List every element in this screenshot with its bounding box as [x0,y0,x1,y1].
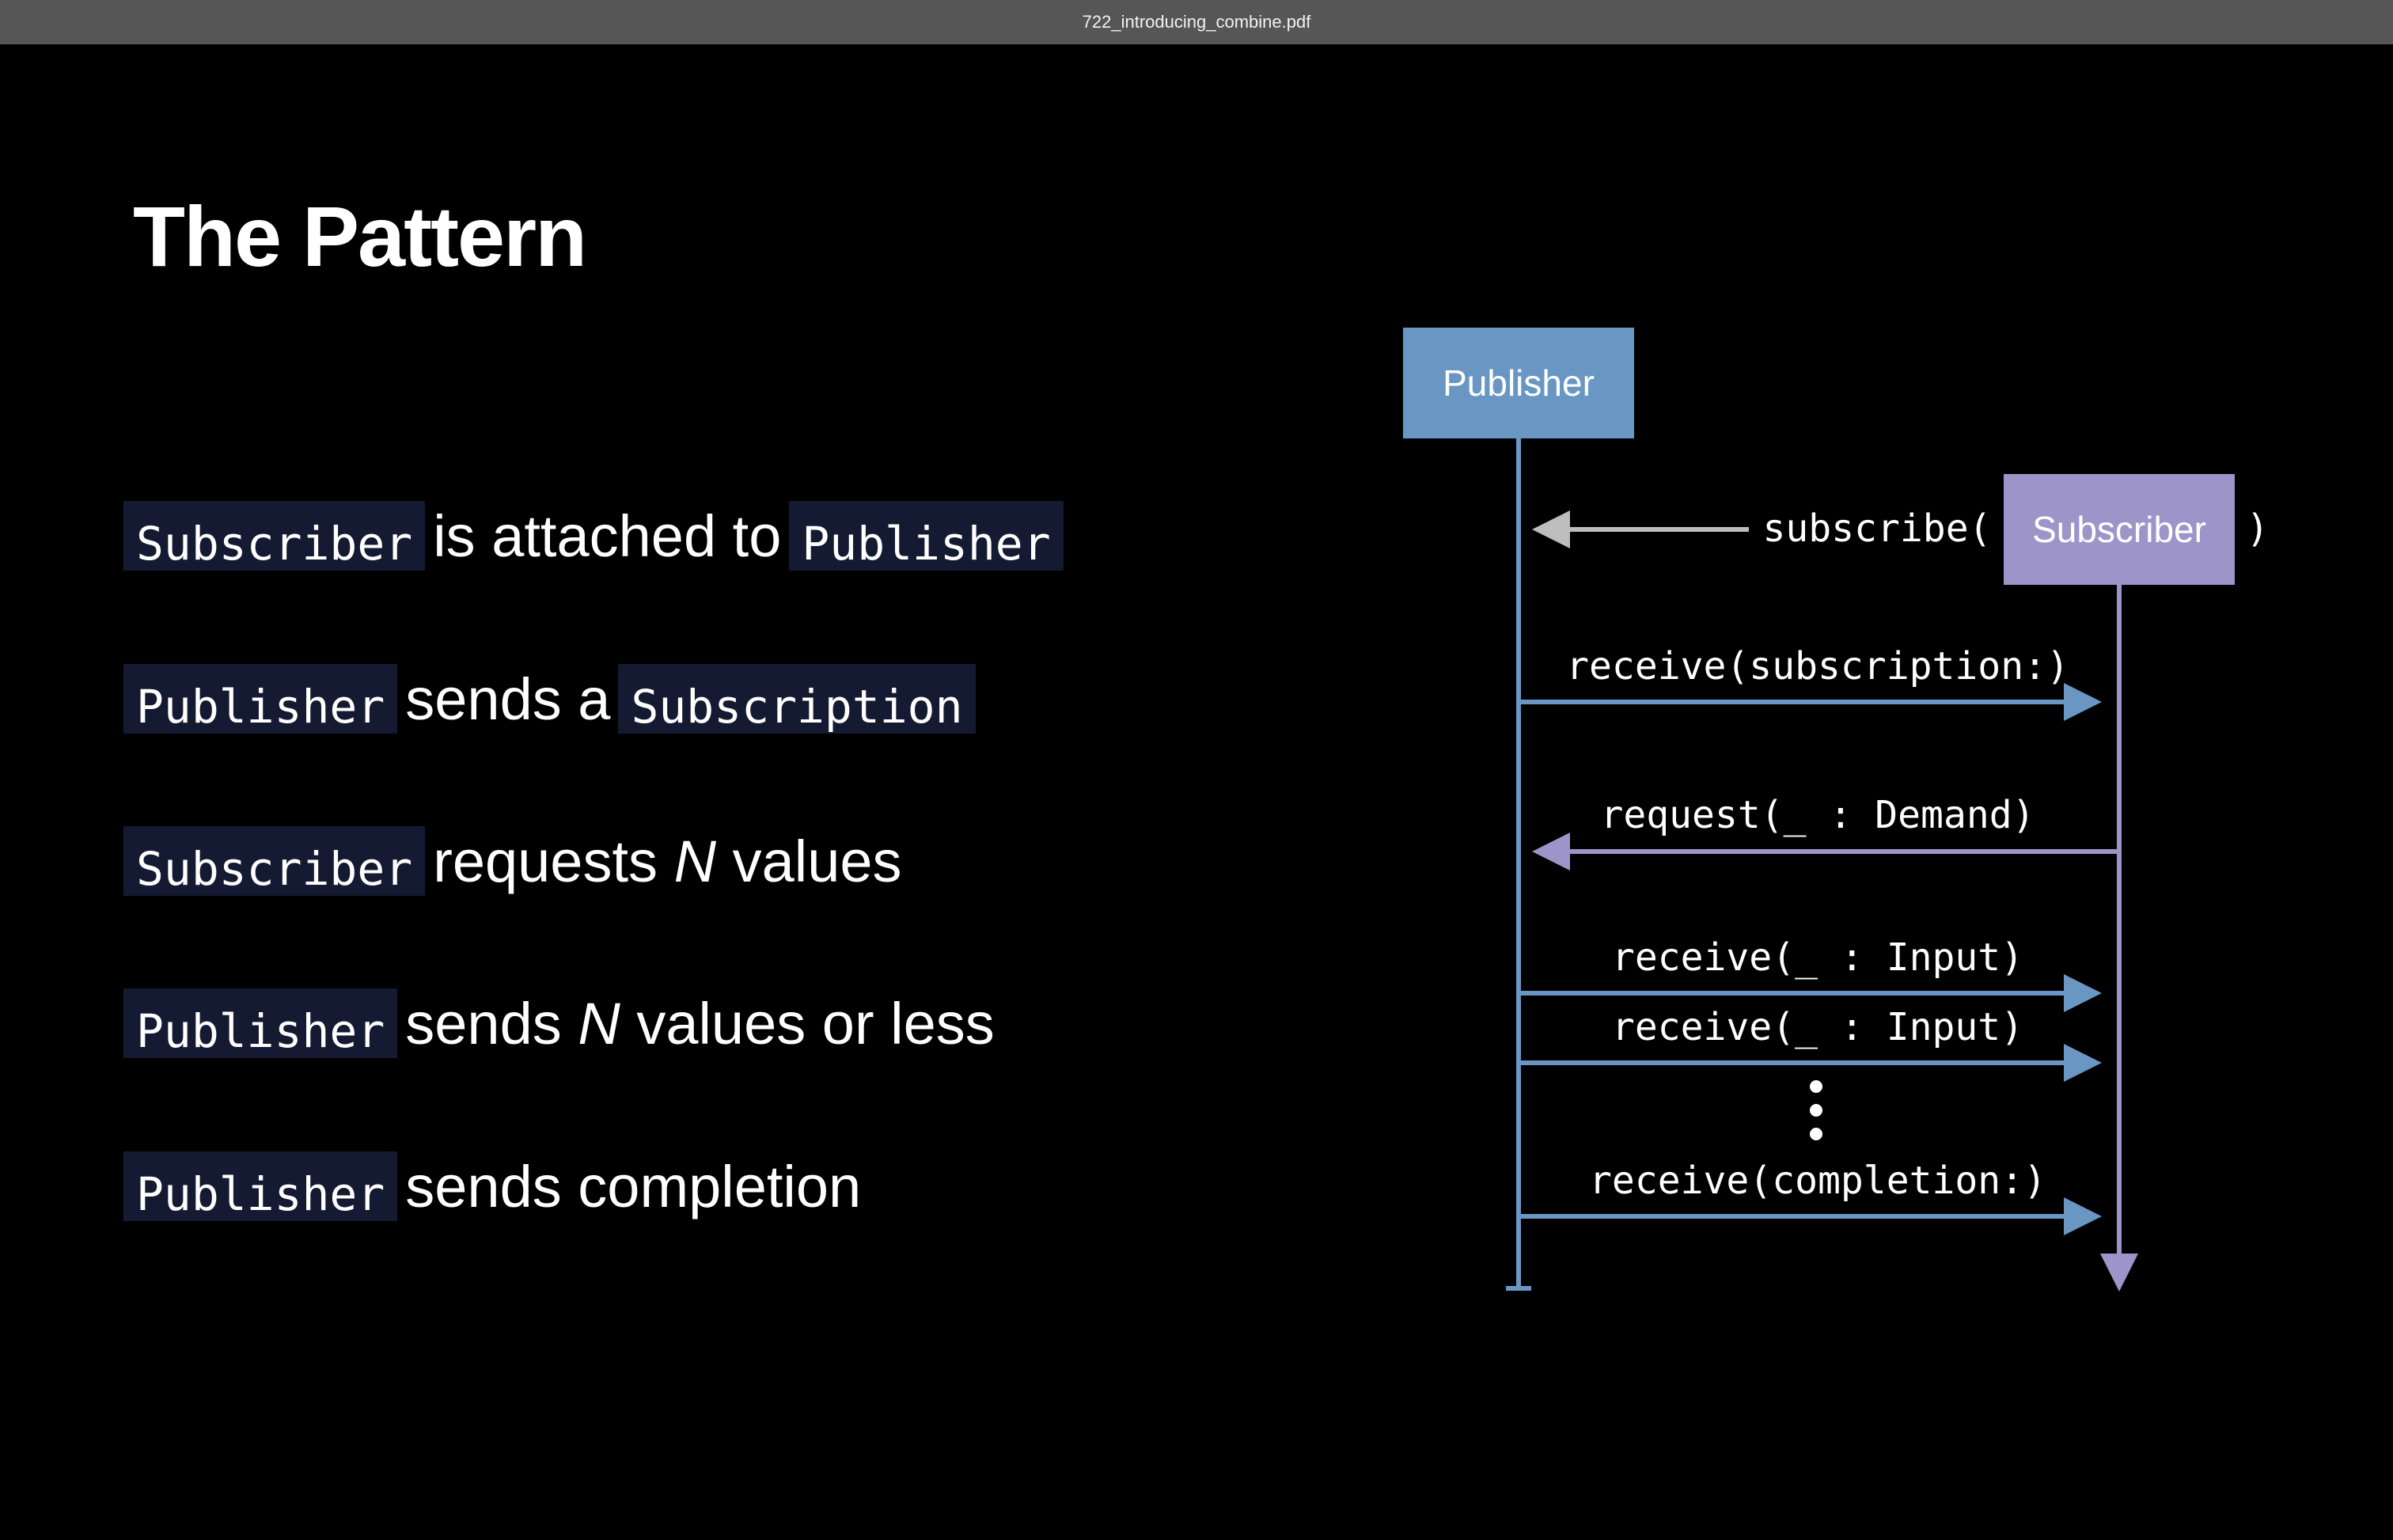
publisher-box: Publisher [1403,328,1634,438]
message-label: request(_ : Demand) [1600,793,2035,837]
code-token: Publisher [123,988,398,1058]
message-label: receive(subscription:) [1566,644,2069,688]
bullet-text: sends N values or less [405,990,994,1057]
bullet-text: requests N values [433,828,901,895]
publisher-label: Publisher [1443,362,1595,404]
bullet-text-pre: sends [405,990,562,1056]
subscriber-label: Subscriber [2032,509,2206,550]
bullet-text-post: values or less [636,990,995,1056]
slide-title: The Pattern [133,188,587,284]
subscribe-close-label: ) [2246,506,2270,551]
message-label: receive(_ : Input) [1611,1005,2024,1049]
bullet-italic-n: N [578,990,620,1056]
code-token: Publisher [789,501,1064,571]
bullet-publisher-sends-subscription: Publisher sends a Subscription [123,663,976,734]
bullet-publisher-sends-values: Publisher sends N values or less [123,988,1003,1059]
message-label: receive(_ : Input) [1611,935,2024,980]
code-token: Publisher [123,1151,398,1221]
bullet-text: sends a [405,666,611,732]
bullet-italic-n: N [673,828,717,894]
ellipsis-dot [1810,1080,1822,1093]
sequence-diagram [1506,438,2138,1292]
slide: The Pattern Subscriber is attached to Pu… [0,44,2393,1540]
bullet-publisher-sends-completion: Publisher sends completion [123,1151,869,1222]
window-title: 722_introducing_combine.pdf [1082,12,1311,32]
ellipsis-dot [1810,1104,1822,1117]
bullet-text: is attached to [433,503,782,569]
code-token: Subscription [618,664,976,734]
bullet-text: sends completion [405,1153,862,1219]
code-token: Publisher [123,664,398,734]
bullet-subscriber-attached: Subscriber is attached to Publisher [123,500,1064,571]
code-token: Subscriber [123,826,426,896]
bullet-text-pre: requests [433,828,658,894]
subscribe-open-label: subscribe( [1762,506,1992,551]
message-label: receive(completion:) [1589,1159,2046,1203]
bullet-text-post: values [732,828,902,894]
bullet-subscriber-requests: Subscriber requests N values [123,825,910,897]
ellipsis-dot [1810,1128,1822,1140]
code-token: Subscriber [123,501,426,571]
subscriber-box: Subscriber [2004,474,2235,585]
window-titlebar: 722_introducing_combine.pdf [0,0,2393,44]
